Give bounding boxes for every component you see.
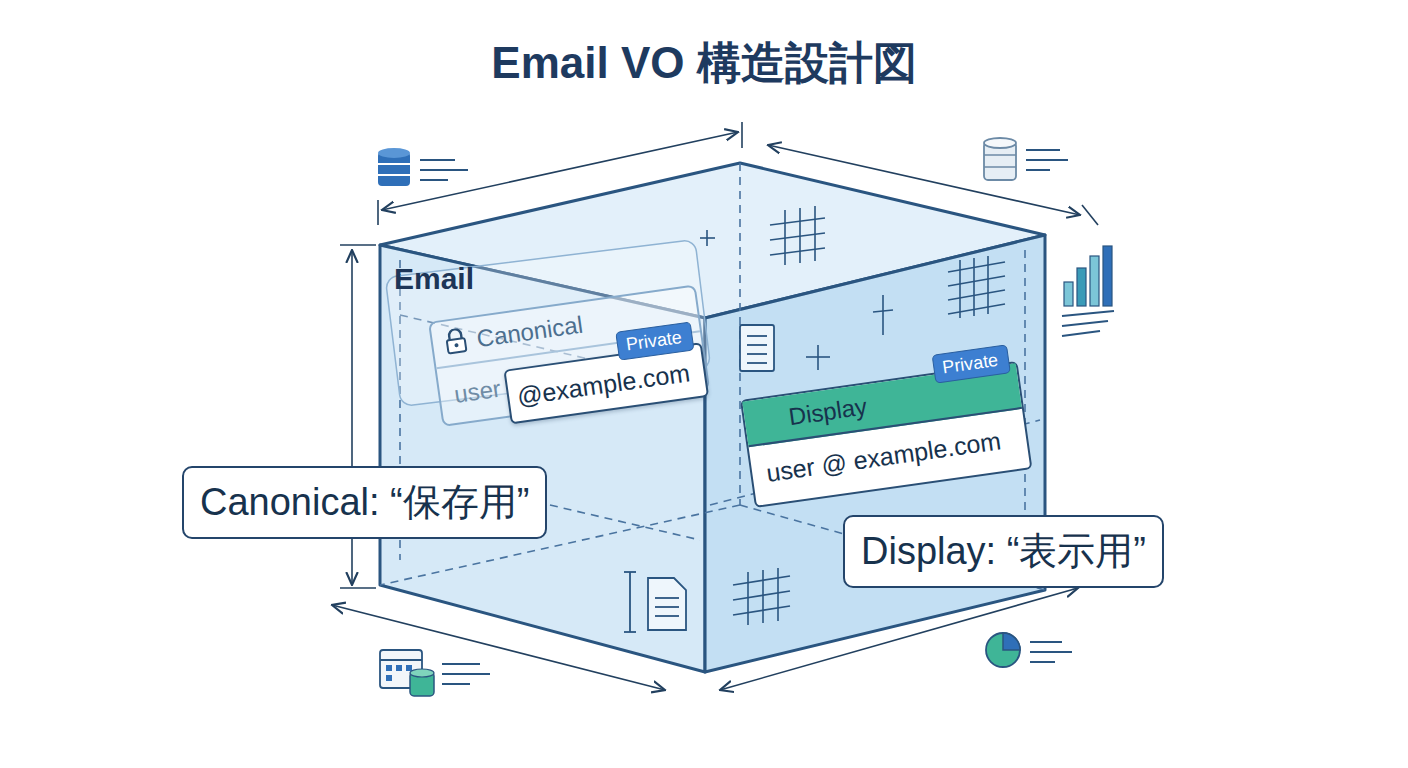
callout-box: Display: “表示用”: [843, 515, 1164, 588]
lock-icon: [443, 327, 468, 356]
node-heading: Private: [616, 323, 693, 360]
node-heading: Display: “表示用”: [845, 517, 1162, 586]
node-heading: Canonical: “保存用”: [184, 468, 545, 537]
callout-box: Canonical: “保存用”: [182, 466, 547, 539]
value-card: @example.comPrivate: [503, 342, 709, 424]
node-heading: @example.com: [506, 344, 707, 422]
display-field: Displayuser @ example.comPrivate: [740, 361, 1032, 508]
diagram-title: Email VO 構造設計図: [0, 34, 1408, 93]
dimension-lines: [332, 122, 1098, 690]
cube-right: [705, 235, 1045, 672]
bar-chart-icon: [1062, 246, 1114, 336]
private-badge: Private: [615, 321, 694, 360]
calendar-icon: [380, 650, 490, 696]
pie-chart-icon: [986, 633, 1072, 667]
canonical-field: Canonicaluser@example.comPrivate: [428, 284, 710, 427]
database-icon: [984, 138, 1068, 180]
database-icon: [378, 148, 468, 186]
